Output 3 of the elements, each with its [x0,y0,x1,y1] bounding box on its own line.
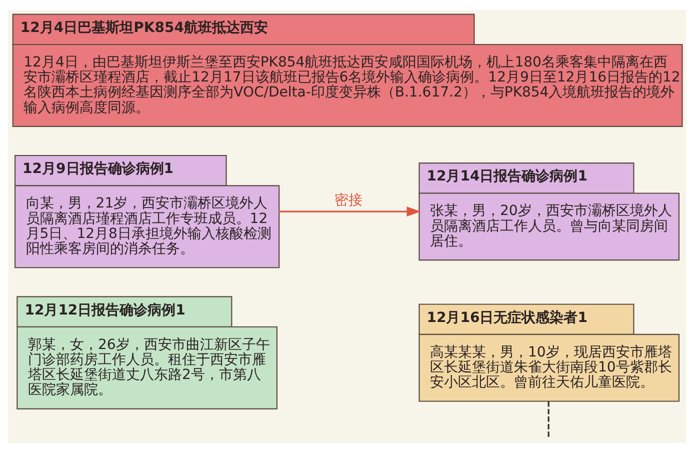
connector [548,400,550,438]
arrow [278,206,421,216]
edge-label: 密接 [334,192,363,208]
